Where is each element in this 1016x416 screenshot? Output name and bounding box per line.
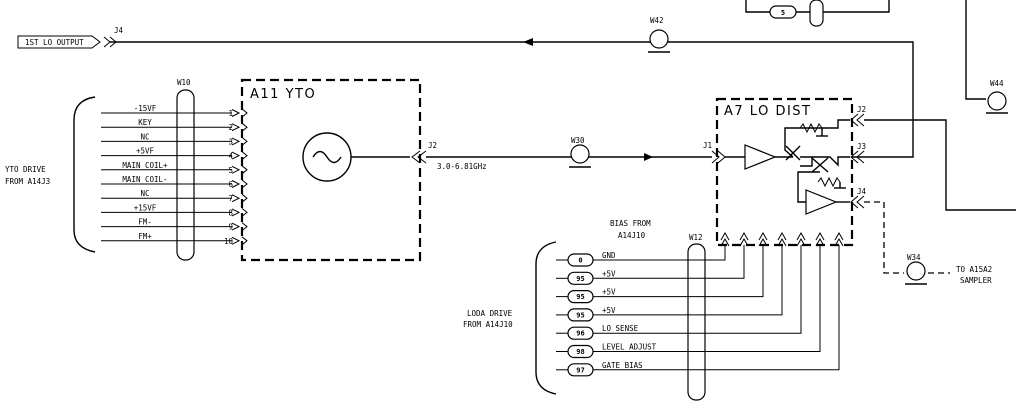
signal-arrow (644, 153, 653, 161)
signal-label: +5V (602, 269, 616, 278)
signal-label: GND (602, 251, 616, 260)
sampler-line2: SAMPLER (960, 276, 992, 285)
yto-pin-number: 3 (228, 137, 233, 146)
bias-from-line2: A14J10 (618, 231, 646, 240)
yto-title: A11 YTO (250, 87, 316, 102)
w30-cable-symbol (570, 144, 590, 164)
w30-label: W30 (571, 136, 585, 145)
yto-pin-label: +15VF (134, 203, 157, 212)
signal-badge-text: 0 (578, 257, 582, 265)
yto-drive-line1: YTO DRIVE (5, 165, 46, 174)
signal-badge-text: 95 (576, 293, 584, 301)
bias-from-line1: BIAS FROM (610, 219, 651, 228)
w44-label: W44 (990, 79, 1004, 88)
yto-pin-label: MAIN COIL+ (122, 161, 168, 170)
bias-group: BIAS FROM A14J10 W12 LODA DRIVE FROM A14… (463, 219, 706, 401)
lo-output-tag (17, 35, 101, 49)
w44-cable-symbol (987, 91, 1007, 111)
yto-pin-number: 8 (228, 208, 233, 217)
dist-j3-label: J3 (857, 142, 866, 151)
signal-badge-text: 95 (576, 311, 584, 319)
signal-badge-text: 97 (576, 366, 584, 374)
loda-drive-line2: FROM A14J10 (463, 320, 513, 329)
frequency-label: 3.0-6.81GHz (437, 162, 487, 171)
lo-dist-box (715, 97, 854, 247)
sampler-line1: TO A15A2 (956, 265, 992, 274)
w34-cable-symbol (906, 261, 926, 281)
signal-label: +5V (602, 306, 616, 315)
lo-output-arrow (523, 38, 533, 46)
signal-label: LEVEL ADJUST (602, 343, 657, 352)
yto-pin-number: 4 (228, 152, 233, 161)
loda-drive-bracket (535, 241, 557, 395)
resistor-bottom (817, 176, 841, 188)
yto-pin-number: 10 (224, 237, 234, 246)
yto-pin-number: 1 (228, 109, 233, 118)
signal-label: GATE BIAS (602, 361, 643, 370)
yto-pin-label: FM- (138, 218, 152, 227)
j4-top-label: J4 (114, 26, 124, 35)
signal-label: LO SENSE (602, 324, 639, 333)
yto-pin-number: 9 (228, 223, 233, 232)
dist-signal-lines: 0 GND 95 +5V 95 +5V 95 +5V 96 LO SENSE 98 LEVEL ADJ… (556, 231, 844, 377)
w10-cable-ferrite (176, 89, 195, 261)
top-badge-text: 5 (781, 9, 785, 17)
yto-pin-label: NC (140, 132, 149, 141)
signal-badge-text: 96 (576, 330, 584, 338)
w42-label: W42 (650, 16, 664, 25)
w34-label: W34 (907, 253, 921, 262)
yto-pin-label: FM+ (138, 232, 152, 241)
lo-dist-title: A7 LO DIST (724, 104, 811, 119)
w10-label: W10 (177, 78, 191, 87)
yto-drive-bracket (73, 96, 96, 253)
yto-j2-label: J2 (428, 141, 437, 150)
w42-cable-symbol (649, 29, 669, 49)
yto-drive-group: YTO DRIVE FROM A14J3 W10 (5, 78, 195, 261)
yto-pin-label: +5VF (136, 147, 155, 156)
signal-badge-text: 95 (576, 275, 584, 283)
lo-dist-module: A7 LO DIST J1 J2 J3 J4 (703, 97, 1016, 285)
yto-pin-number: 2 (228, 123, 233, 132)
resistor-top (799, 122, 823, 134)
w12-cable-ferrite (687, 243, 706, 401)
yto-to-dist-path: 3.0-6.81GHz W30 (426, 136, 712, 171)
loda-drive-line1: LODA DRIVE (467, 309, 513, 318)
amplifier-2 (805, 189, 838, 215)
yto-pin-label: MAIN COIL- (122, 175, 167, 184)
dist-j2-label: J2 (857, 105, 866, 114)
lo-output-label: 1ST LO OUTPUT (25, 38, 84, 47)
dist-j4-label: J4 (857, 187, 867, 196)
yto-module: A11 YTO J2 (240, 78, 437, 262)
yto-pin-label: KEY (138, 118, 152, 127)
yto-pin-label: -15VF (134, 104, 157, 113)
signal-label: +5V (602, 288, 616, 297)
w12-label: W12 (689, 233, 703, 242)
lo-output-path: 1ST LO OUTPUT J4 W42 (17, 16, 914, 158)
yto-box (240, 78, 422, 262)
amplifier-1 (744, 144, 777, 170)
yto-drive-line2: FROM A14J3 (5, 177, 50, 186)
yto-pin-label: NC (140, 189, 149, 198)
yto-pin-number: 5 (228, 166, 233, 175)
yto-pin-number: 6 (228, 180, 233, 189)
signal-badge-text: 98 (576, 348, 584, 356)
top-partial-circuit: 5 W44 (745, 0, 1008, 114)
yto-pin-number: 7 (228, 194, 233, 203)
dist-j1-label: J1 (703, 141, 712, 150)
top-cable-ferrite (809, 0, 824, 27)
